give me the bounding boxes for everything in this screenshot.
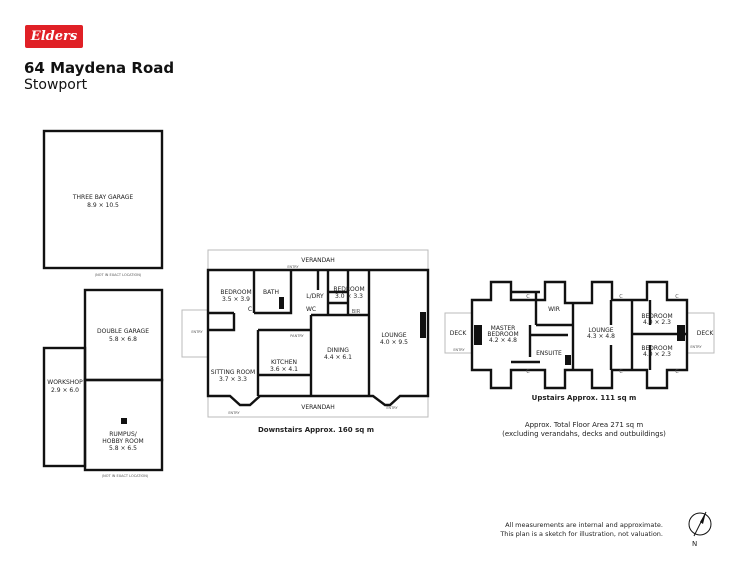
room-label: DINING [327,347,349,354]
disclaimer-line: All measurements are internal and approx… [505,521,663,529]
closet-label: C [526,294,530,300]
fireplace-icon [677,325,685,341]
entry-label: ENTRY [287,265,299,269]
room-size: 5.8 × 6.5 [109,445,137,452]
rumpus-walls [83,378,164,472]
entry-label: ENTRY [453,348,465,352]
room-label: MASTER [491,325,516,332]
downstairs-plan: VERANDAH VERANDAH BEDROOM 3.5 × 3.9 BATH… [181,249,430,434]
closet-label: C [675,369,679,375]
room-label: LOUNGE [381,332,406,339]
room-size: 3.6 × 4.1 [270,366,298,373]
upstairs-plan: DECK DECK ENTRY ENTRY MASTER BEDROOM 4.2… [444,280,715,438]
deck-label: DECK [450,330,468,337]
room-size: 4.0 × 2.3 [643,351,671,358]
closet-label: C [619,369,623,375]
room-size: 4.4 × 6.1 [324,354,352,361]
room-size: 5.8 × 6.8 [109,336,137,343]
room-label: DOUBLE GARAGE [97,328,149,335]
entry-label: ENTRY [386,406,398,410]
closet-label: C [619,294,623,300]
double-garage-walls [83,288,164,382]
room-size: 3.5 × 3.9 [222,296,250,303]
room-size: 4.2 × 4.8 [489,337,517,344]
room-label: HOBBY ROOM [102,438,144,445]
location-note: (NOT IN EXACT LOCATION) [102,474,149,478]
entry-label: ENTRY [228,411,240,415]
room-size: 4.0 × 9.5 [380,339,408,346]
room-label: SITTING ROOM [211,369,255,376]
total-area-note: (excluding verandahs, decks and outbuild… [502,430,666,438]
room-label: WIR [548,306,560,313]
closet-label: C [675,294,679,300]
disclaimer-line: This plan is a sketch for illustration, … [499,530,663,538]
room-label: BEDROOM [333,286,364,293]
closet-label: C [526,369,530,375]
fireplace-icon [420,312,426,338]
room-size: 2.9 × 6.0 [51,387,79,394]
room-size: 3.0 × 3.3 [335,293,363,300]
total-area: Approx. Total Floor Area 271 sq m [525,421,644,429]
stove-icon [121,418,127,424]
downstairs-caption: Downstairs Approx. 160 sq m [258,426,374,434]
outbuildings: THREE BAY GARAGE 8.9 × 10.5 (NOT IN EXAC… [42,129,164,478]
workshop-walls [42,346,87,468]
pantry-label: PANTRY [290,334,304,338]
north-label: N [692,540,697,548]
elders-logo: Elders [25,25,83,48]
room-label: ENSUITE [536,350,562,357]
property-address: 64 Maydena Road [24,59,175,77]
room-label: BEDROOM [220,289,251,296]
room-label: WC [306,306,316,313]
room-label: RUMPUS/ [109,431,138,438]
room-label: L/DRY [306,293,324,300]
room-label: BIR [352,309,361,315]
entry-label: ENTRY [191,330,203,334]
upstairs-caption: Upstairs Approx. 111 sq m [532,394,637,402]
room-label: BEDROOM [641,313,672,320]
room-size: 3.7 × 3.3 [219,376,247,383]
room-label: KITCHEN [271,359,297,366]
verandah-label: VERANDAH [301,257,335,264]
room-label: BEDROOM [487,331,518,338]
room-label: BEDROOM [641,345,672,352]
room-label: THREE BAY GARAGE [72,194,133,201]
room-label: LOUNGE [588,327,613,334]
location-note: (NOT IN EXACT LOCATION) [95,273,142,277]
room-label: BATH [263,289,279,296]
room-label: C [248,306,252,313]
fireplace-icon [474,325,482,345]
verandah-label: VERANDAH [301,404,335,411]
room-size: 8.9 × 10.5 [87,202,119,209]
deck-label: DECK [697,330,715,337]
room-label: WORKSHOP [47,379,83,386]
north-arrow-icon: N [688,511,712,548]
room-size: 4.3 × 4.8 [587,333,615,340]
property-suburb: Stowport [24,77,88,93]
room-size: 4.0 × 2.3 [643,319,671,326]
three-bay-garage-walls [42,129,164,270]
entry-label: ENTRY [690,345,702,349]
